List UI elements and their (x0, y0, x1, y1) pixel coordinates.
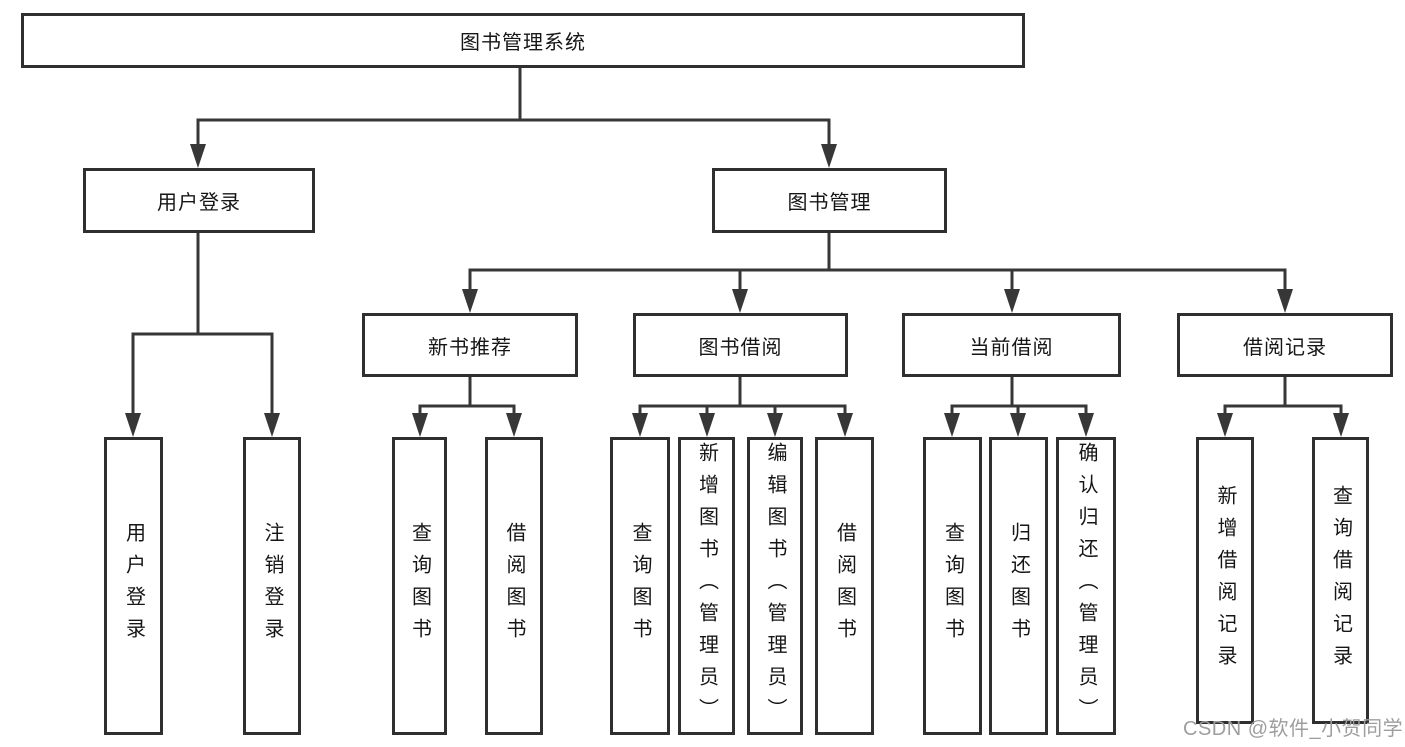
leaf-add-books-admin: 新增图书（管理员） (678, 437, 735, 735)
node-borrowing-records: 借阅记录 (1177, 313, 1393, 377)
node-book-management-label: 图书管理 (787, 192, 872, 214)
arrowheads (125, 144, 1349, 437)
node-new-book-recommend-label: 新书推荐 (428, 336, 512, 359)
leaf-query-books-borrowing-label: 查询图书 (629, 522, 651, 650)
connector-current-borrowing (950, 377, 1088, 415)
leaf-borrow-books-borrowing-label: 借阅图书 (833, 522, 856, 650)
leaf-query-borrow-record: 查询借阅记录 (1312, 437, 1369, 724)
connector-new-book-recommend (418, 377, 516, 415)
node-current-borrowing: 当前借阅 (902, 313, 1121, 377)
leaf-user-login-label: 用户登录 (122, 522, 145, 650)
leaf-query-books-recommend-label: 查询图书 (408, 522, 431, 650)
node-book-borrowing: 图书借阅 (633, 313, 848, 377)
leaf-edit-books-admin-label: 编辑图书（管理员） (764, 442, 786, 730)
node-book-management: 图书管理 (712, 168, 947, 233)
leaf-query-books-borrowing: 查询图书 (610, 437, 670, 735)
node-user-login: 用户登录 (83, 168, 315, 233)
watermark: CSDN @软件_小贺同学 (1183, 718, 1404, 740)
leaf-add-books-admin-label: 新增图书（管理员） (695, 442, 718, 730)
node-book-borrowing-label: 图书借阅 (698, 336, 783, 359)
leaf-query-borrow-record-label: 查询借阅记录 (1329, 484, 1352, 677)
leaf-borrow-books-recommend-label: 借阅图书 (503, 522, 525, 650)
leaf-logout: 注销登录 (243, 437, 301, 735)
leaf-confirm-return-admin: 确认归还（管理员） (1056, 437, 1116, 735)
leaf-user-login: 用户登录 (104, 437, 163, 735)
leaf-return-books: 归还图书 (989, 437, 1048, 735)
leaf-logout-label: 注销登录 (261, 522, 283, 650)
leaf-confirm-return-admin-label: 确认归还（管理员） (1075, 442, 1097, 730)
leaf-add-borrow-record-label: 新增借阅记录 (1214, 484, 1236, 677)
leaf-edit-books-admin: 编辑图书（管理员） (747, 437, 803, 735)
connector-user-login (131, 233, 274, 415)
leaf-query-books-current-label: 查询图书 (941, 522, 964, 650)
node-root: 图书管理系统 (21, 13, 1025, 68)
leaf-return-books-label: 归还图书 (1007, 522, 1030, 650)
leaf-borrow-books-recommend: 借阅图书 (485, 437, 543, 735)
connector-book-management (468, 233, 1287, 291)
node-borrowing-records-label: 借阅记录 (1243, 336, 1327, 359)
node-root-label: 图书管理系统 (460, 32, 586, 54)
connector-root (196, 68, 831, 146)
leaf-query-books-current: 查询图书 (923, 437, 982, 735)
connector-book-borrowing (638, 377, 847, 415)
leaf-add-borrow-record: 新增借阅记录 (1196, 437, 1254, 724)
leaf-query-books-recommend: 查询图书 (392, 437, 447, 735)
leaf-borrow-books-borrowing: 借阅图书 (815, 437, 874, 735)
node-new-book-recommend: 新书推荐 (362, 313, 578, 377)
connector-borrowing-records (1223, 377, 1343, 415)
node-user-login-label: 用户登录 (157, 192, 241, 214)
node-current-borrowing-label: 当前借阅 (969, 336, 1054, 359)
